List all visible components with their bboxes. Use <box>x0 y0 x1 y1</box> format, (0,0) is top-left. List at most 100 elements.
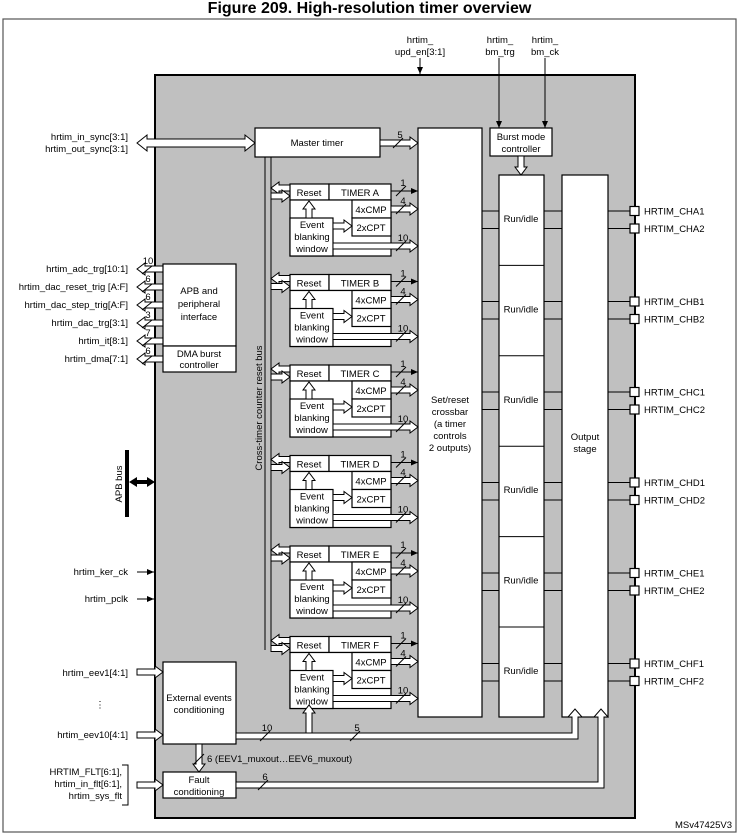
apb-output-label: hrtim_it[8:1] <box>78 336 128 347</box>
fault-bus-arrow <box>235 708 610 789</box>
timer-b-event-to-cpt-arrow <box>332 309 353 324</box>
timer-c-runidle-label: Run/idle <box>504 395 539 406</box>
output-pin-hrtim_cha1 <box>629 205 640 217</box>
timer-d-event-label-line1: Event <box>300 492 325 503</box>
output-stage-label-line2: stage <box>573 444 596 455</box>
clock-input-label: hrtim_ker_ck <box>74 567 129 578</box>
timer-c-event-to-reset-arrow <box>302 381 316 400</box>
apb-output-label: hrtim_dac_reset_trig [A:F] <box>19 282 128 293</box>
timer-d-cmp-bus-slash <box>395 475 407 486</box>
timer-e-event-label-line2: blanking <box>294 594 329 605</box>
timer-f-event-label-line2: blanking <box>294 685 329 696</box>
timer-b-event-bus-slash <box>395 331 407 342</box>
timer-f-cmp-bus-width-label: 4 <box>400 649 405 660</box>
timer-e-event-to-cpt-arrow <box>332 581 353 595</box>
timer-a-cpt-block <box>351 217 392 237</box>
timer-a-event-label-line1: Event <box>300 220 325 231</box>
fault-label-line2: conditioning <box>174 787 225 798</box>
ext-events-bus-5-width-label: 5 <box>354 723 359 734</box>
timer-d-runidle-label: Run/idle <box>504 485 539 496</box>
apb-output-slash <box>141 283 153 293</box>
timer-e-event-label-line3: window <box>295 606 328 617</box>
output-pin-hrtim_cha2 <box>629 223 640 234</box>
timer-d-event-bus-slash <box>395 512 407 523</box>
top-input-label-line1: hrtim_ <box>487 35 514 46</box>
output-pin-hrtim_che1 <box>629 567 640 579</box>
timer-b-event-label-line3: window <box>295 335 328 346</box>
crossbar-label-line: 2 outputs) <box>429 443 471 454</box>
apb-block-label-line3: interface <box>181 312 217 323</box>
output-pin-label: HRTIM_CHB1 <box>644 297 705 308</box>
burst-mode-label-line1: Burst mode <box>497 132 546 143</box>
timer-d-event-to-reset-arrow <box>302 471 316 490</box>
output-pin-hrtim_chc2 <box>629 404 640 415</box>
apb-bus-label: APB bus <box>114 465 125 502</box>
eev1-input-label: hrtim_eev1[4:1] <box>63 668 128 679</box>
timer-f-event-output-arrow <box>332 691 419 706</box>
timer-b-event-blanking-block <box>289 307 334 348</box>
external-events-conditioning-block <box>162 661 237 745</box>
timer-a-cmp-label: 4xCMP <box>355 205 386 216</box>
burst-mode-controller-block <box>489 127 553 157</box>
timer-c-event-blanking-block <box>289 398 334 438</box>
timer-c-reset-in-arrow <box>270 370 291 384</box>
timer-a-reset-in-arrow <box>270 189 291 203</box>
timer-e-cpt-label: 2xCPT <box>356 585 385 596</box>
timer-a-event-output-arrow <box>332 239 419 253</box>
timer-d-event-to-cpt-arrow <box>332 490 353 505</box>
timer-c-reset-label: Reset <box>297 369 322 380</box>
timer-b-event-to-reset-arrow <box>302 290 316 309</box>
timer-b-cpt-label: 2xCPT <box>356 314 385 325</box>
clock-input-label: hrtim_pclk <box>85 594 129 605</box>
timer-e-event-bus-slash <box>395 602 407 614</box>
eev-ellipsis: ⋮ <box>95 700 105 711</box>
sync-in-label: hrtim_in_sync[3:1] <box>51 132 128 143</box>
sync-out-label: hrtim_out_sync[3:1] <box>45 144 128 155</box>
ext-events-bus-5-slash <box>349 730 361 742</box>
crossbar-label-line: crossbar <box>432 407 468 418</box>
output-pin-label: HRTIM_CHA1 <box>644 207 705 218</box>
timer-f-cmp-label: 4xCMP <box>355 658 386 669</box>
eev1-input-arrow <box>136 665 164 679</box>
fault-label-line1: Fault <box>188 775 209 786</box>
timer-d-reset-label: Reset <box>297 460 322 471</box>
ext-events-bus-10-width-label: 10 <box>262 723 273 734</box>
timer-c-cmp-bus-width-label: 4 <box>400 377 405 388</box>
top-input-label-line2: bm_ck <box>531 47 559 58</box>
output-pin-hrtim_chb2 <box>629 313 640 325</box>
timer-b-event-label-line2: blanking <box>294 323 329 334</box>
mux-bus-slash <box>193 753 205 765</box>
eev10-input-label: hrtim_eev10[4:1] <box>57 730 128 741</box>
timer-b-name-label: TIMER B <box>341 279 380 290</box>
timer-f-reset-in-arrow <box>270 641 291 656</box>
crossbar-label-line: (a timer <box>434 419 466 430</box>
dma-block-label-line1: DMA burst <box>177 349 222 360</box>
output-stage-block <box>561 174 609 718</box>
timer-b-reset-label: Reset <box>297 279 322 290</box>
timer-a-output-bus-slash <box>395 185 407 197</box>
timer-a-event-blanking-block <box>289 217 334 257</box>
ext-events-bus-10-slash <box>259 730 271 742</box>
timer-e-cmp-bus-slash <box>395 565 407 577</box>
crossbar-label-line: Set/reset <box>431 395 469 406</box>
apb-output-label: hrtim_dac_step_trig[A:F] <box>25 300 129 311</box>
timer-f-event-to-reset-arrow <box>302 652 316 671</box>
output-pin-label: HRTIM_CHC2 <box>644 405 705 416</box>
timer-a-event-label-line2: blanking <box>294 232 329 243</box>
timer-b-output-bus-width-label: 1 <box>400 269 405 280</box>
timer-f-event-bus-width-label: 10 <box>398 686 409 697</box>
ext-events-to-timer-f-arrow <box>302 704 316 734</box>
top-input-label-line1: hrtim_ <box>407 35 434 46</box>
timer-d-cpt-label: 2xCPT <box>356 495 385 506</box>
output-pin-label: HRTIM_CHB2 <box>644 315 705 326</box>
timer-a-event-bus-width-label: 10 <box>398 233 409 244</box>
timer-e-event-bus-width-label: 10 <box>398 595 409 606</box>
timer-e-cmp-label: 4xCMP <box>355 567 386 578</box>
timer-c-cmp-bus-slash <box>395 384 407 396</box>
timer-e-event-output-arrow <box>332 601 419 615</box>
timer-a-reset-label: Reset <box>297 188 322 199</box>
timer-c-event-bus-width-label: 10 <box>398 414 409 425</box>
timer-f-name-label: TIMER F <box>341 641 379 652</box>
timer-b-cmp-bus-width-label: 4 <box>400 287 405 298</box>
